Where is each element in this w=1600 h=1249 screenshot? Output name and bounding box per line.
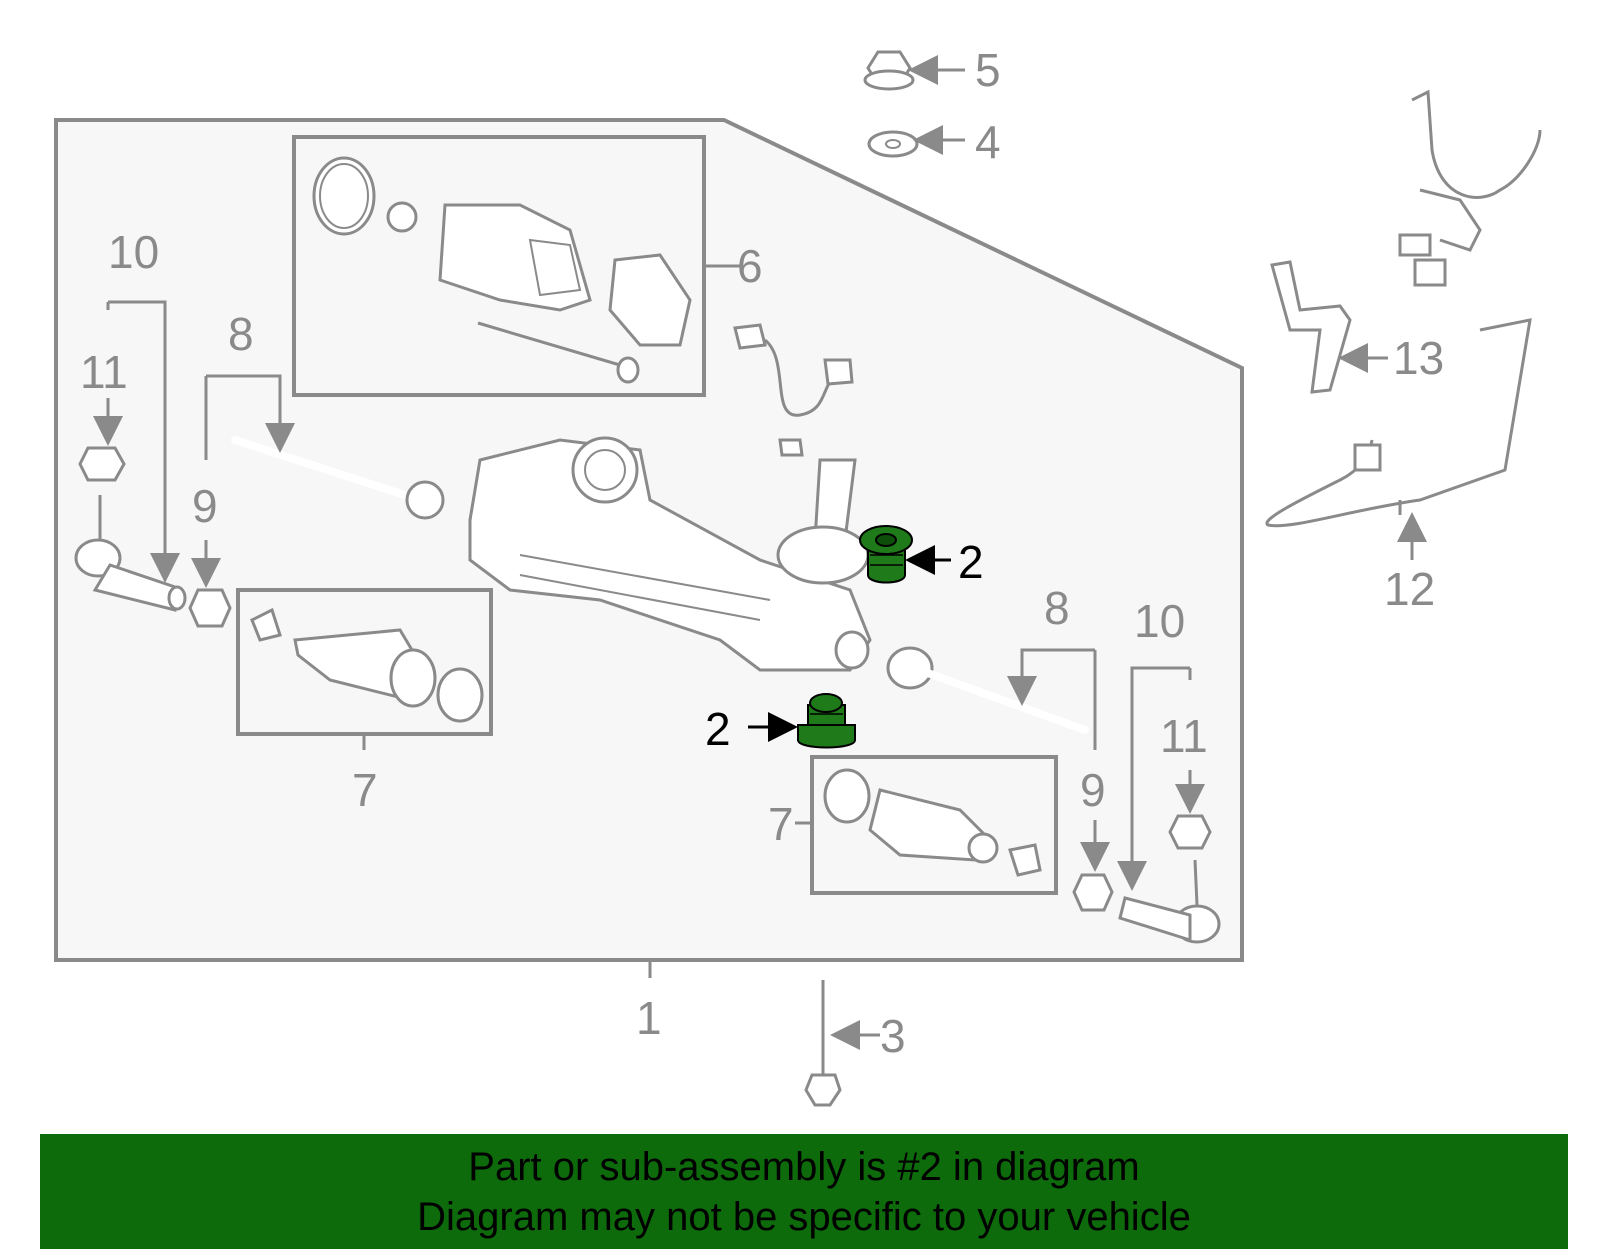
callout-1: 1 [636,992,662,1044]
callout-7-right: 7 [768,798,794,850]
callout-5: 5 [975,44,1001,96]
callout-8-right: 8 [1044,582,1070,634]
inner-tie-rod-right [886,646,1089,734]
outer-tie-rod-right [1072,814,1221,944]
washer-part-4 [867,130,919,158]
callout-8-left: 8 [228,308,254,360]
motor-harness [733,323,854,457]
banner-line-part: Part or sub-assembly is #2 in diagram [468,1145,1140,1189]
bolt-part-3 [804,980,842,1107]
boot-kit-left-parts [250,607,484,723]
steering-gear-diagram: 5 4 6 10 11 8 9 7 2 2 8 10 11 9 7 1 3 12… [54,44,1542,1107]
callout-13: 13 [1393,332,1444,384]
boot-kit-right-parts [823,768,1042,877]
bracket-part-13 [1270,260,1352,394]
nut-part-5 [863,50,915,91]
callout-2-upper: 2 [958,536,984,588]
callout-3: 3 [880,1010,906,1062]
bushing-lower[interactable] [797,693,856,749]
wire-harness-part-12 [1265,89,1542,528]
callout-2-lower: 2 [705,703,731,755]
callout-9-left: 9 [192,480,218,532]
callout-10-left: 10 [108,226,159,278]
callout-11-left: 11 [80,346,128,398]
callout-9-right: 9 [1080,764,1106,816]
callout-10-right: 10 [1134,595,1185,647]
callout-4: 4 [975,116,1001,168]
leader-lines [93,55,1427,1050]
callout-7-left: 7 [352,764,378,816]
steering-rack-housing [468,436,872,672]
callout-11-right: 11 [1160,710,1208,762]
banner-line-disclaimer: Diagram may not be specific to your vehi… [417,1195,1191,1239]
callout-6: 6 [737,240,763,292]
motor-kit-parts [312,156,692,384]
callout-12: 12 [1384,563,1435,615]
bushing-upper[interactable] [859,525,913,584]
info-banner: Part or sub-assembly is #2 in diagram Di… [40,1134,1568,1249]
